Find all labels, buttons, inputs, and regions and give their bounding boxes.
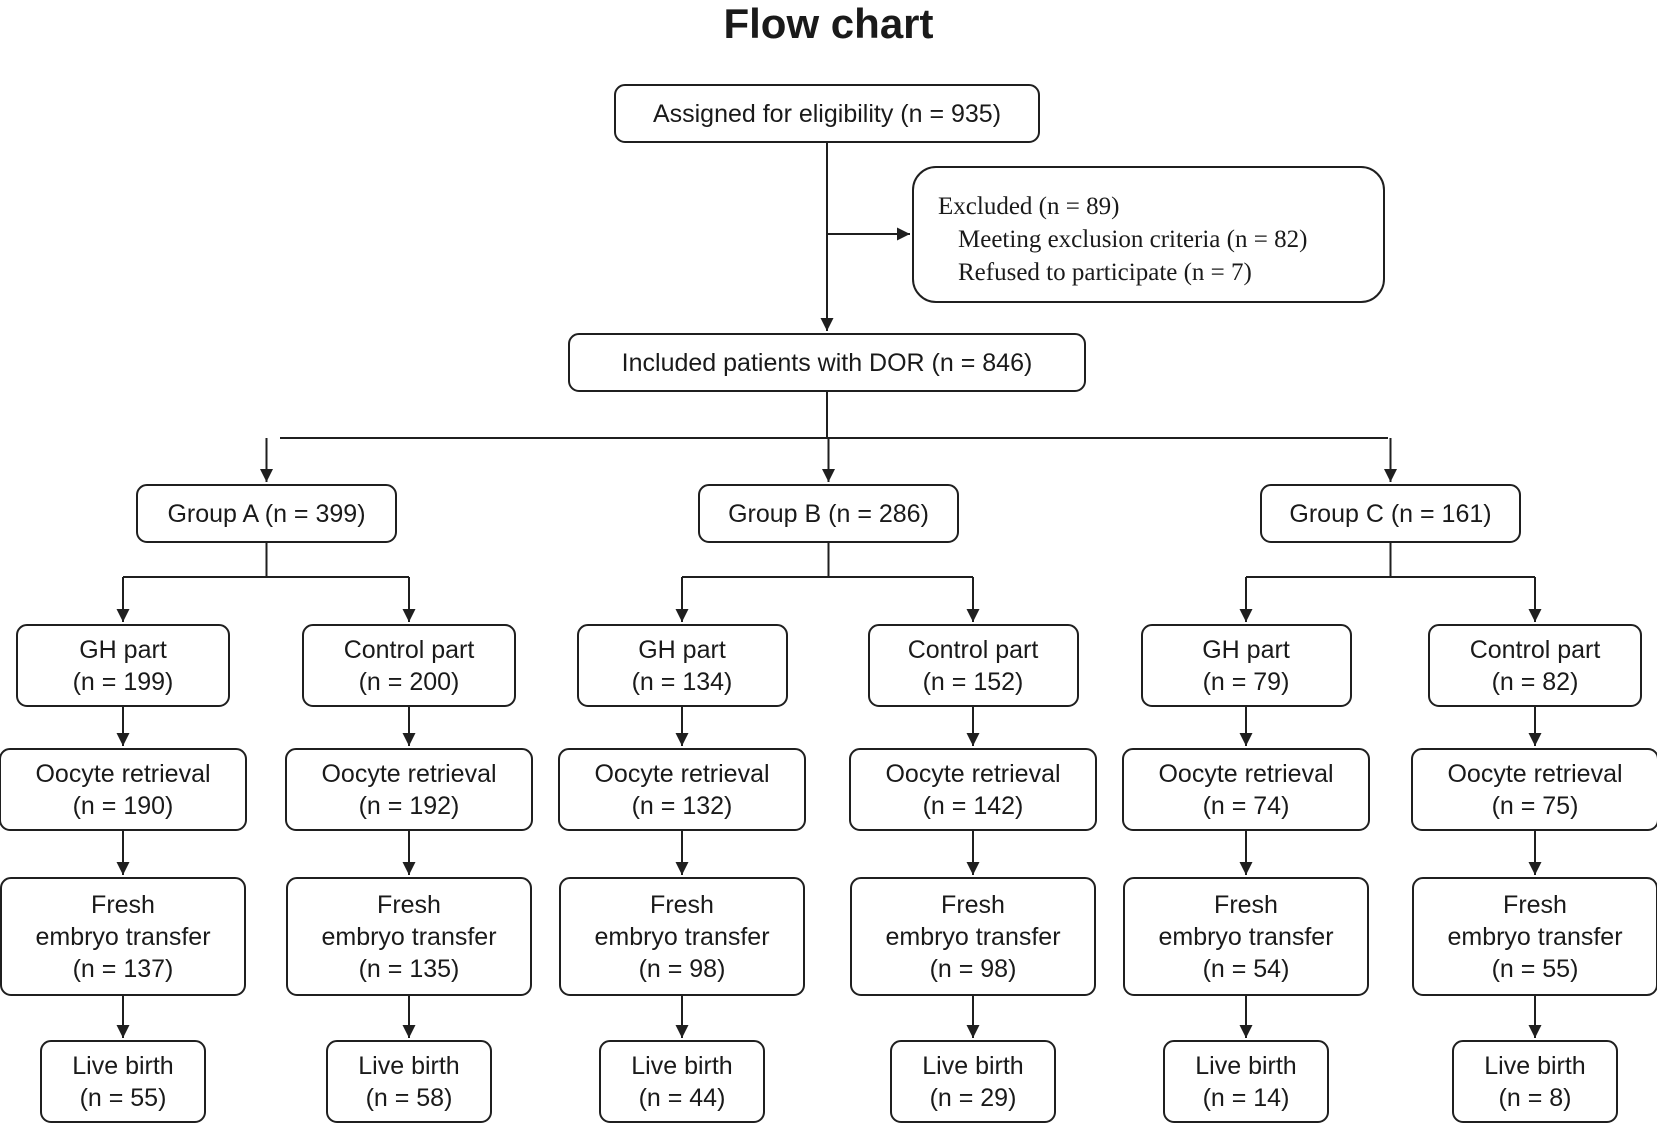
- group-b-box-line-1: Group B (n = 286): [728, 499, 929, 528]
- group-b-control-live-birth-box-line-2: (n = 29): [929, 1083, 1017, 1112]
- group-b-control-fresh-embryo-transfer-box: Fresh embryo transfer (n = 98): [850, 877, 1096, 996]
- group-a-control-live-birth-box: Live birth (n = 58): [326, 1040, 492, 1123]
- group-c-control-live-birth-box-line-2: (n = 8): [1498, 1083, 1572, 1112]
- included-box: Included patients with DOR (n = 846): [568, 333, 1086, 392]
- group-b-gh-gh-part-box-line-1: GH part: [638, 635, 726, 664]
- group-b-control-fresh-embryo-transfer-box-line-2: embryo transfer: [885, 922, 1061, 951]
- group-c-control-live-birth-box-line-1: Live birth: [1484, 1051, 1586, 1080]
- group-a-control-control-part-box-line-1: Control part: [343, 635, 475, 664]
- group-c-gh-live-birth-box: Live birth (n = 14): [1163, 1040, 1329, 1123]
- excluded-box: Excluded (n = 89) Meeting exclusion crit…: [912, 166, 1385, 303]
- group-a-box-line-1: Group A (n = 399): [167, 499, 366, 528]
- group-c-gh-gh-part-box-line-1: GH part: [1202, 635, 1290, 664]
- group-b-gh-gh-part-box: GH part (n = 134): [576, 624, 788, 707]
- group-b-gh-oocyte-retrieval-box: Oocyte retrieval (n = 132): [558, 748, 806, 831]
- exclusion-reason-criteria: Meeting exclusion criteria (n = 82): [958, 226, 1308, 253]
- group-c-gh-live-birth-box-line-2: (n = 14): [1202, 1083, 1290, 1112]
- group-a-gh-oocyte-retrieval-box-line-2: (n = 190): [72, 791, 174, 820]
- group-c-gh-fresh-embryo-transfer-box: Fresh embryo transfer (n = 54): [1123, 877, 1369, 996]
- group-c-control-control-part-box: Control part (n = 82): [1428, 624, 1642, 707]
- group-c-control-fresh-embryo-transfer-box-line-3: (n = 55): [1491, 954, 1579, 983]
- group-a-gh-oocyte-retrieval-box-line-1: Oocyte retrieval: [35, 759, 211, 788]
- group-a-box: Group A (n = 399): [136, 484, 397, 543]
- group-b-gh-gh-part-box-line-2: (n = 134): [631, 667, 733, 696]
- group-a-control-live-birth-box-line-1: Live birth: [358, 1051, 460, 1080]
- group-a-gh-gh-part-box: GH part (n = 199): [16, 624, 230, 707]
- excluded-heading: Excluded (n = 89): [938, 193, 1120, 220]
- group-a-control-fresh-embryo-transfer-box-line-2: embryo transfer: [321, 922, 497, 951]
- group-a-gh-live-birth-box-line-1: Live birth: [72, 1051, 174, 1080]
- group-b-control-oocyte-retrieval-box-line-2: (n = 142): [922, 791, 1024, 820]
- page-title: Flow chart: [723, 0, 934, 47]
- group-b-gh-live-birth-box-line-1: Live birth: [631, 1051, 733, 1080]
- group-b-control-control-part-box: Control part (n = 152): [867, 624, 1079, 707]
- group-a-gh-live-birth-box: Live birth (n = 55): [40, 1040, 206, 1123]
- group-b-box: Group B (n = 286): [698, 484, 959, 543]
- group-a-control-oocyte-retrieval-box-line-1: Oocyte retrieval: [321, 759, 497, 788]
- group-b-control-control-part-box-line-2: (n = 152): [922, 667, 1024, 696]
- group-c-control-fresh-embryo-transfer-box: Fresh embryo transfer (n = 55): [1412, 877, 1657, 996]
- group-b-control-fresh-embryo-transfer-box-line-1: Fresh: [941, 890, 1005, 919]
- group-c-control-oocyte-retrieval-box-line-1: Oocyte retrieval: [1447, 759, 1623, 788]
- group-b-gh-fresh-embryo-transfer-box-line-1: Fresh: [650, 890, 714, 919]
- group-c-gh-fresh-embryo-transfer-box-line-2: embryo transfer: [1158, 922, 1334, 951]
- group-c-box-line-1: Group C (n = 161): [1289, 499, 1492, 528]
- group-a-control-oocyte-retrieval-box-line-2: (n = 192): [358, 791, 460, 820]
- group-a-control-control-part-box-line-2: (n = 200): [358, 667, 460, 696]
- group-b-gh-oocyte-retrieval-box-line-1: Oocyte retrieval: [594, 759, 770, 788]
- group-c-control-fresh-embryo-transfer-box-line-2: embryo transfer: [1447, 922, 1623, 951]
- group-b-control-oocyte-retrieval-box: Oocyte retrieval (n = 142): [849, 748, 1097, 831]
- group-a-gh-gh-part-box-line-1: GH part: [79, 635, 167, 664]
- group-b-control-fresh-embryo-transfer-box-line-3: (n = 98): [929, 954, 1017, 983]
- group-a-gh-oocyte-retrieval-box: Oocyte retrieval (n = 190): [0, 748, 247, 831]
- group-c-control-oocyte-retrieval-box: Oocyte retrieval (n = 75): [1411, 748, 1657, 831]
- group-c-gh-fresh-embryo-transfer-box-line-3: (n = 54): [1202, 954, 1290, 983]
- group-c-gh-live-birth-box-line-1: Live birth: [1195, 1051, 1297, 1080]
- group-a-control-fresh-embryo-transfer-box: Fresh embryo transfer (n = 135): [286, 877, 532, 996]
- group-b-control-oocyte-retrieval-box-line-1: Oocyte retrieval: [885, 759, 1061, 788]
- group-a-gh-fresh-embryo-transfer-box-line-3: (n = 137): [72, 954, 174, 983]
- group-c-control-fresh-embryo-transfer-box-line-1: Fresh: [1503, 890, 1567, 919]
- group-b-gh-fresh-embryo-transfer-box-line-2: embryo transfer: [594, 922, 770, 951]
- group-a-control-control-part-box: Control part (n = 200): [302, 624, 516, 707]
- group-c-gh-oocyte-retrieval-box: Oocyte retrieval (n = 74): [1122, 748, 1370, 831]
- group-c-control-live-birth-box: Live birth (n = 8): [1452, 1040, 1618, 1123]
- group-a-control-fresh-embryo-transfer-box-line-1: Fresh: [377, 890, 441, 919]
- group-a-gh-gh-part-box-line-2: (n = 199): [72, 667, 174, 696]
- eligibility-label: Assigned for eligibility (n = 935): [652, 99, 1002, 128]
- group-c-control-control-part-box-line-2: (n = 82): [1491, 667, 1579, 696]
- group-a-gh-fresh-embryo-transfer-box-line-2: embryo transfer: [35, 922, 211, 951]
- group-b-gh-live-birth-box: Live birth (n = 44): [599, 1040, 765, 1123]
- group-c-gh-oocyte-retrieval-box-line-2: (n = 74): [1202, 791, 1290, 820]
- group-c-control-control-part-box-line-1: Control part: [1469, 635, 1601, 664]
- group-a-gh-live-birth-box-line-2: (n = 55): [79, 1083, 167, 1112]
- group-a-control-oocyte-retrieval-box: Oocyte retrieval (n = 192): [285, 748, 533, 831]
- group-c-gh-oocyte-retrieval-box-line-1: Oocyte retrieval: [1158, 759, 1334, 788]
- group-b-gh-live-birth-box-line-2: (n = 44): [638, 1083, 726, 1112]
- group-c-control-oocyte-retrieval-box-line-2: (n = 75): [1491, 791, 1579, 820]
- group-c-gh-fresh-embryo-transfer-box-line-1: Fresh: [1214, 890, 1278, 919]
- included-label: Included patients with DOR (n = 846): [621, 348, 1033, 377]
- group-b-gh-fresh-embryo-transfer-box-line-3: (n = 98): [638, 954, 726, 983]
- group-a-gh-fresh-embryo-transfer-box: Fresh embryo transfer (n = 137): [0, 877, 246, 996]
- group-c-box: Group C (n = 161): [1260, 484, 1521, 543]
- group-c-gh-gh-part-box: GH part (n = 79): [1140, 624, 1352, 707]
- exclusion-reason-refused: Refused to participate (n = 7): [958, 259, 1252, 286]
- eligibility-box: Assigned for eligibility (n = 935): [614, 84, 1040, 143]
- group-b-control-control-part-box-line-1: Control part: [907, 635, 1039, 664]
- group-a-control-live-birth-box-line-2: (n = 58): [365, 1083, 453, 1112]
- group-b-gh-oocyte-retrieval-box-line-2: (n = 132): [631, 791, 733, 820]
- group-b-control-live-birth-box: Live birth (n = 29): [890, 1040, 1056, 1123]
- group-b-control-live-birth-box-line-1: Live birth: [922, 1051, 1024, 1080]
- group-b-gh-fresh-embryo-transfer-box: Fresh embryo transfer (n = 98): [559, 877, 805, 996]
- group-a-gh-fresh-embryo-transfer-box-line-1: Fresh: [91, 890, 155, 919]
- group-a-control-fresh-embryo-transfer-box-line-3: (n = 135): [358, 954, 460, 983]
- group-c-gh-gh-part-box-line-2: (n = 79): [1202, 667, 1290, 696]
